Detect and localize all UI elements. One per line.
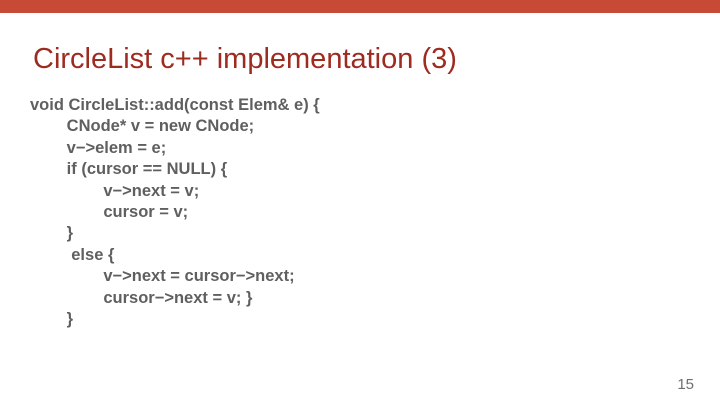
code-line: if (cursor == NULL) { — [30, 160, 228, 179]
top-accent-bar — [0, 0, 720, 13]
code-line: cursor = v; — [30, 203, 189, 222]
code-line: cursor−>next = v; } — [30, 288, 253, 307]
code-line: CNode* v = new CNode; — [30, 117, 255, 136]
code-line: void CircleList::add(const Elem& e) { — [30, 96, 320, 114]
page-number: 15 — [677, 376, 694, 393]
code-line: v−>next = cursor−>next; — [30, 267, 295, 286]
code-line: } — [30, 310, 74, 329]
code-block: void CircleList::add(const Elem& e) { CN… — [30, 95, 320, 330]
code-line: else { — [30, 245, 115, 264]
code-line: v−>elem = e; — [30, 138, 167, 157]
slide-title: CircleList c++ implementation (3) — [33, 43, 457, 75]
code-line: } — [30, 224, 74, 243]
code-line: v−>next = v; — [30, 181, 200, 200]
